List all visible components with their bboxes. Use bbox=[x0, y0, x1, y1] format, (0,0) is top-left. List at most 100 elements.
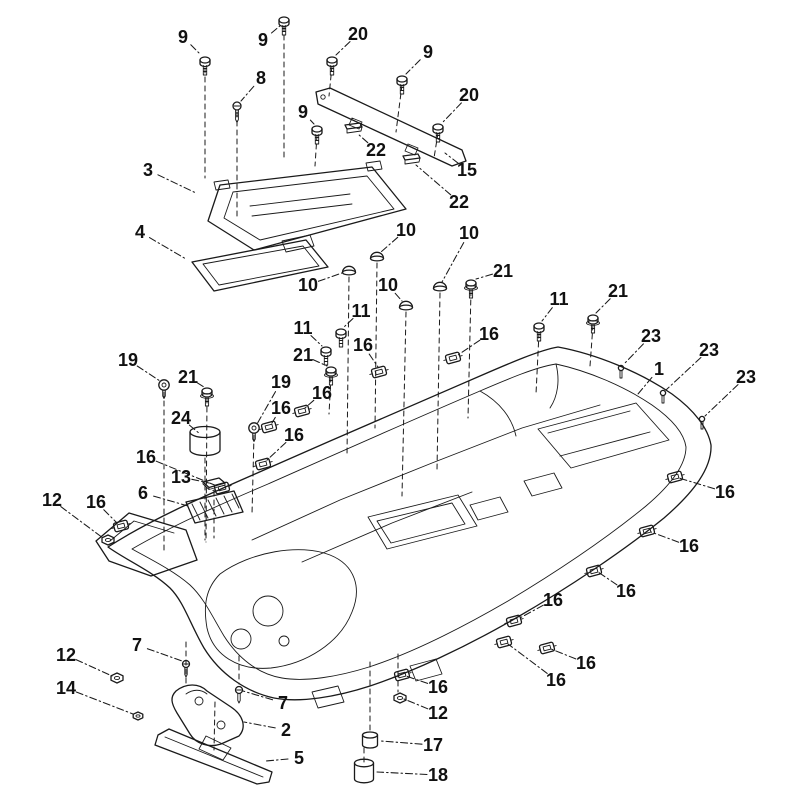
leader-line-19 bbox=[136, 365, 161, 382]
part-vent-grille bbox=[185, 490, 244, 524]
callout-10: 10 bbox=[395, 220, 417, 240]
part-bolt-glyph bbox=[326, 56, 338, 76]
callout-10: 10 bbox=[458, 223, 480, 243]
part-bolt-glyph bbox=[335, 328, 347, 348]
callout-7: 7 bbox=[131, 635, 143, 655]
leader-line-10 bbox=[317, 272, 343, 282]
callout-23: 23 bbox=[698, 340, 720, 360]
leader-line-9 bbox=[309, 119, 315, 125]
part-clip-glyph bbox=[503, 613, 525, 629]
leader-line-16 bbox=[517, 604, 544, 620]
leader-line-17 bbox=[380, 740, 423, 745]
leader-line-21 bbox=[595, 298, 611, 314]
hardware-glyphs bbox=[101, 16, 706, 784]
callout-10: 10 bbox=[377, 275, 399, 295]
callout-5: 5 bbox=[293, 748, 305, 768]
leader-line-11 bbox=[343, 317, 354, 328]
callout-9: 9 bbox=[177, 27, 189, 47]
part-clip-glyph bbox=[442, 350, 464, 366]
part-clip2-glyph bbox=[402, 153, 421, 165]
leader-line-23 bbox=[704, 384, 739, 417]
callout-23: 23 bbox=[735, 367, 757, 387]
leader-line-16 bbox=[155, 460, 218, 487]
part-cyl-large-glyph bbox=[353, 758, 375, 784]
callout-9: 9 bbox=[422, 42, 434, 62]
part-clip-glyph bbox=[368, 364, 390, 380]
callout-23: 23 bbox=[640, 326, 662, 346]
leader-line-16 bbox=[405, 675, 429, 684]
leader-line-7 bbox=[242, 690, 274, 701]
part-clip-glyph bbox=[291, 403, 313, 419]
part-cover-panel bbox=[207, 160, 407, 253]
leader-line-5 bbox=[265, 758, 289, 762]
part-clip-glyph bbox=[110, 518, 132, 534]
callout-21: 21 bbox=[492, 261, 514, 281]
callout-13: 13 bbox=[170, 467, 192, 487]
part-clip-glyph bbox=[391, 667, 413, 683]
part-pin-glyph bbox=[659, 389, 667, 404]
part-nut-glyph bbox=[110, 672, 124, 684]
part-clip-glyph bbox=[258, 419, 280, 435]
callout-20: 20 bbox=[347, 24, 369, 44]
part-nut-glyph bbox=[393, 692, 407, 704]
callout-16: 16 bbox=[352, 335, 374, 355]
callout-18: 18 bbox=[427, 765, 449, 785]
callout-20: 20 bbox=[458, 85, 480, 105]
callout-14: 14 bbox=[55, 678, 77, 698]
callout-16: 16 bbox=[678, 536, 700, 556]
assembly-axis-lines bbox=[163, 25, 594, 763]
callout-16: 16 bbox=[714, 482, 736, 502]
leader-line-21 bbox=[312, 359, 328, 367]
leader-line-16 bbox=[550, 648, 577, 660]
callout-16: 16 bbox=[311, 383, 333, 403]
leader-line-22 bbox=[415, 164, 452, 196]
leader-line-1 bbox=[637, 376, 653, 395]
part-nut-small-glyph bbox=[132, 711, 144, 721]
leader-line-20 bbox=[335, 41, 351, 56]
callout-19: 19 bbox=[270, 372, 292, 392]
callout-1: 1 bbox=[653, 359, 665, 379]
leader-line-16 bbox=[507, 643, 548, 674]
leader-line-18 bbox=[376, 771, 428, 776]
leader-line-16 bbox=[103, 509, 118, 524]
callout-12: 12 bbox=[41, 490, 63, 510]
leader-line-4 bbox=[148, 237, 187, 260]
callout-11: 11 bbox=[549, 289, 569, 309]
part-nut-glyph bbox=[101, 534, 115, 546]
part-cap-glyph bbox=[398, 300, 414, 311]
leader-line-6 bbox=[153, 495, 189, 507]
leader-line-12 bbox=[75, 659, 113, 677]
part-cup-glyph bbox=[189, 425, 221, 457]
part-clip-glyph bbox=[583, 563, 605, 579]
leader-line-24 bbox=[188, 424, 201, 435]
callout-16: 16 bbox=[283, 425, 305, 445]
leader-line-16 bbox=[368, 353, 379, 368]
part-clip-glyph bbox=[536, 640, 558, 656]
leader-line-11 bbox=[541, 307, 553, 322]
callout-12: 12 bbox=[427, 703, 449, 723]
callout-16: 16 bbox=[478, 324, 500, 344]
callout-6: 6 bbox=[137, 483, 149, 503]
callout-3: 3 bbox=[142, 160, 154, 180]
callout-16: 16 bbox=[427, 677, 449, 697]
leader-line-10 bbox=[394, 292, 403, 302]
leader-line-10 bbox=[441, 242, 465, 283]
part-clip-glyph bbox=[252, 456, 274, 472]
leader-line-7 bbox=[146, 648, 183, 662]
callout-11: 11 bbox=[351, 301, 371, 321]
part-clip-glyph bbox=[664, 469, 686, 485]
leader-line-23 bbox=[665, 356, 702, 391]
callout-16: 16 bbox=[542, 590, 564, 610]
part-pin-glyph bbox=[617, 364, 625, 379]
leader-line-19 bbox=[256, 391, 277, 425]
leader-line-12 bbox=[403, 698, 429, 710]
callout-22: 22 bbox=[365, 140, 387, 160]
callout-8: 8 bbox=[255, 68, 267, 88]
part-bolt-glyph bbox=[311, 125, 323, 145]
part-screw-glyph bbox=[234, 685, 244, 704]
callout-19: 19 bbox=[117, 350, 139, 370]
callout-16: 16 bbox=[615, 581, 637, 601]
leader-line-8 bbox=[240, 85, 255, 102]
